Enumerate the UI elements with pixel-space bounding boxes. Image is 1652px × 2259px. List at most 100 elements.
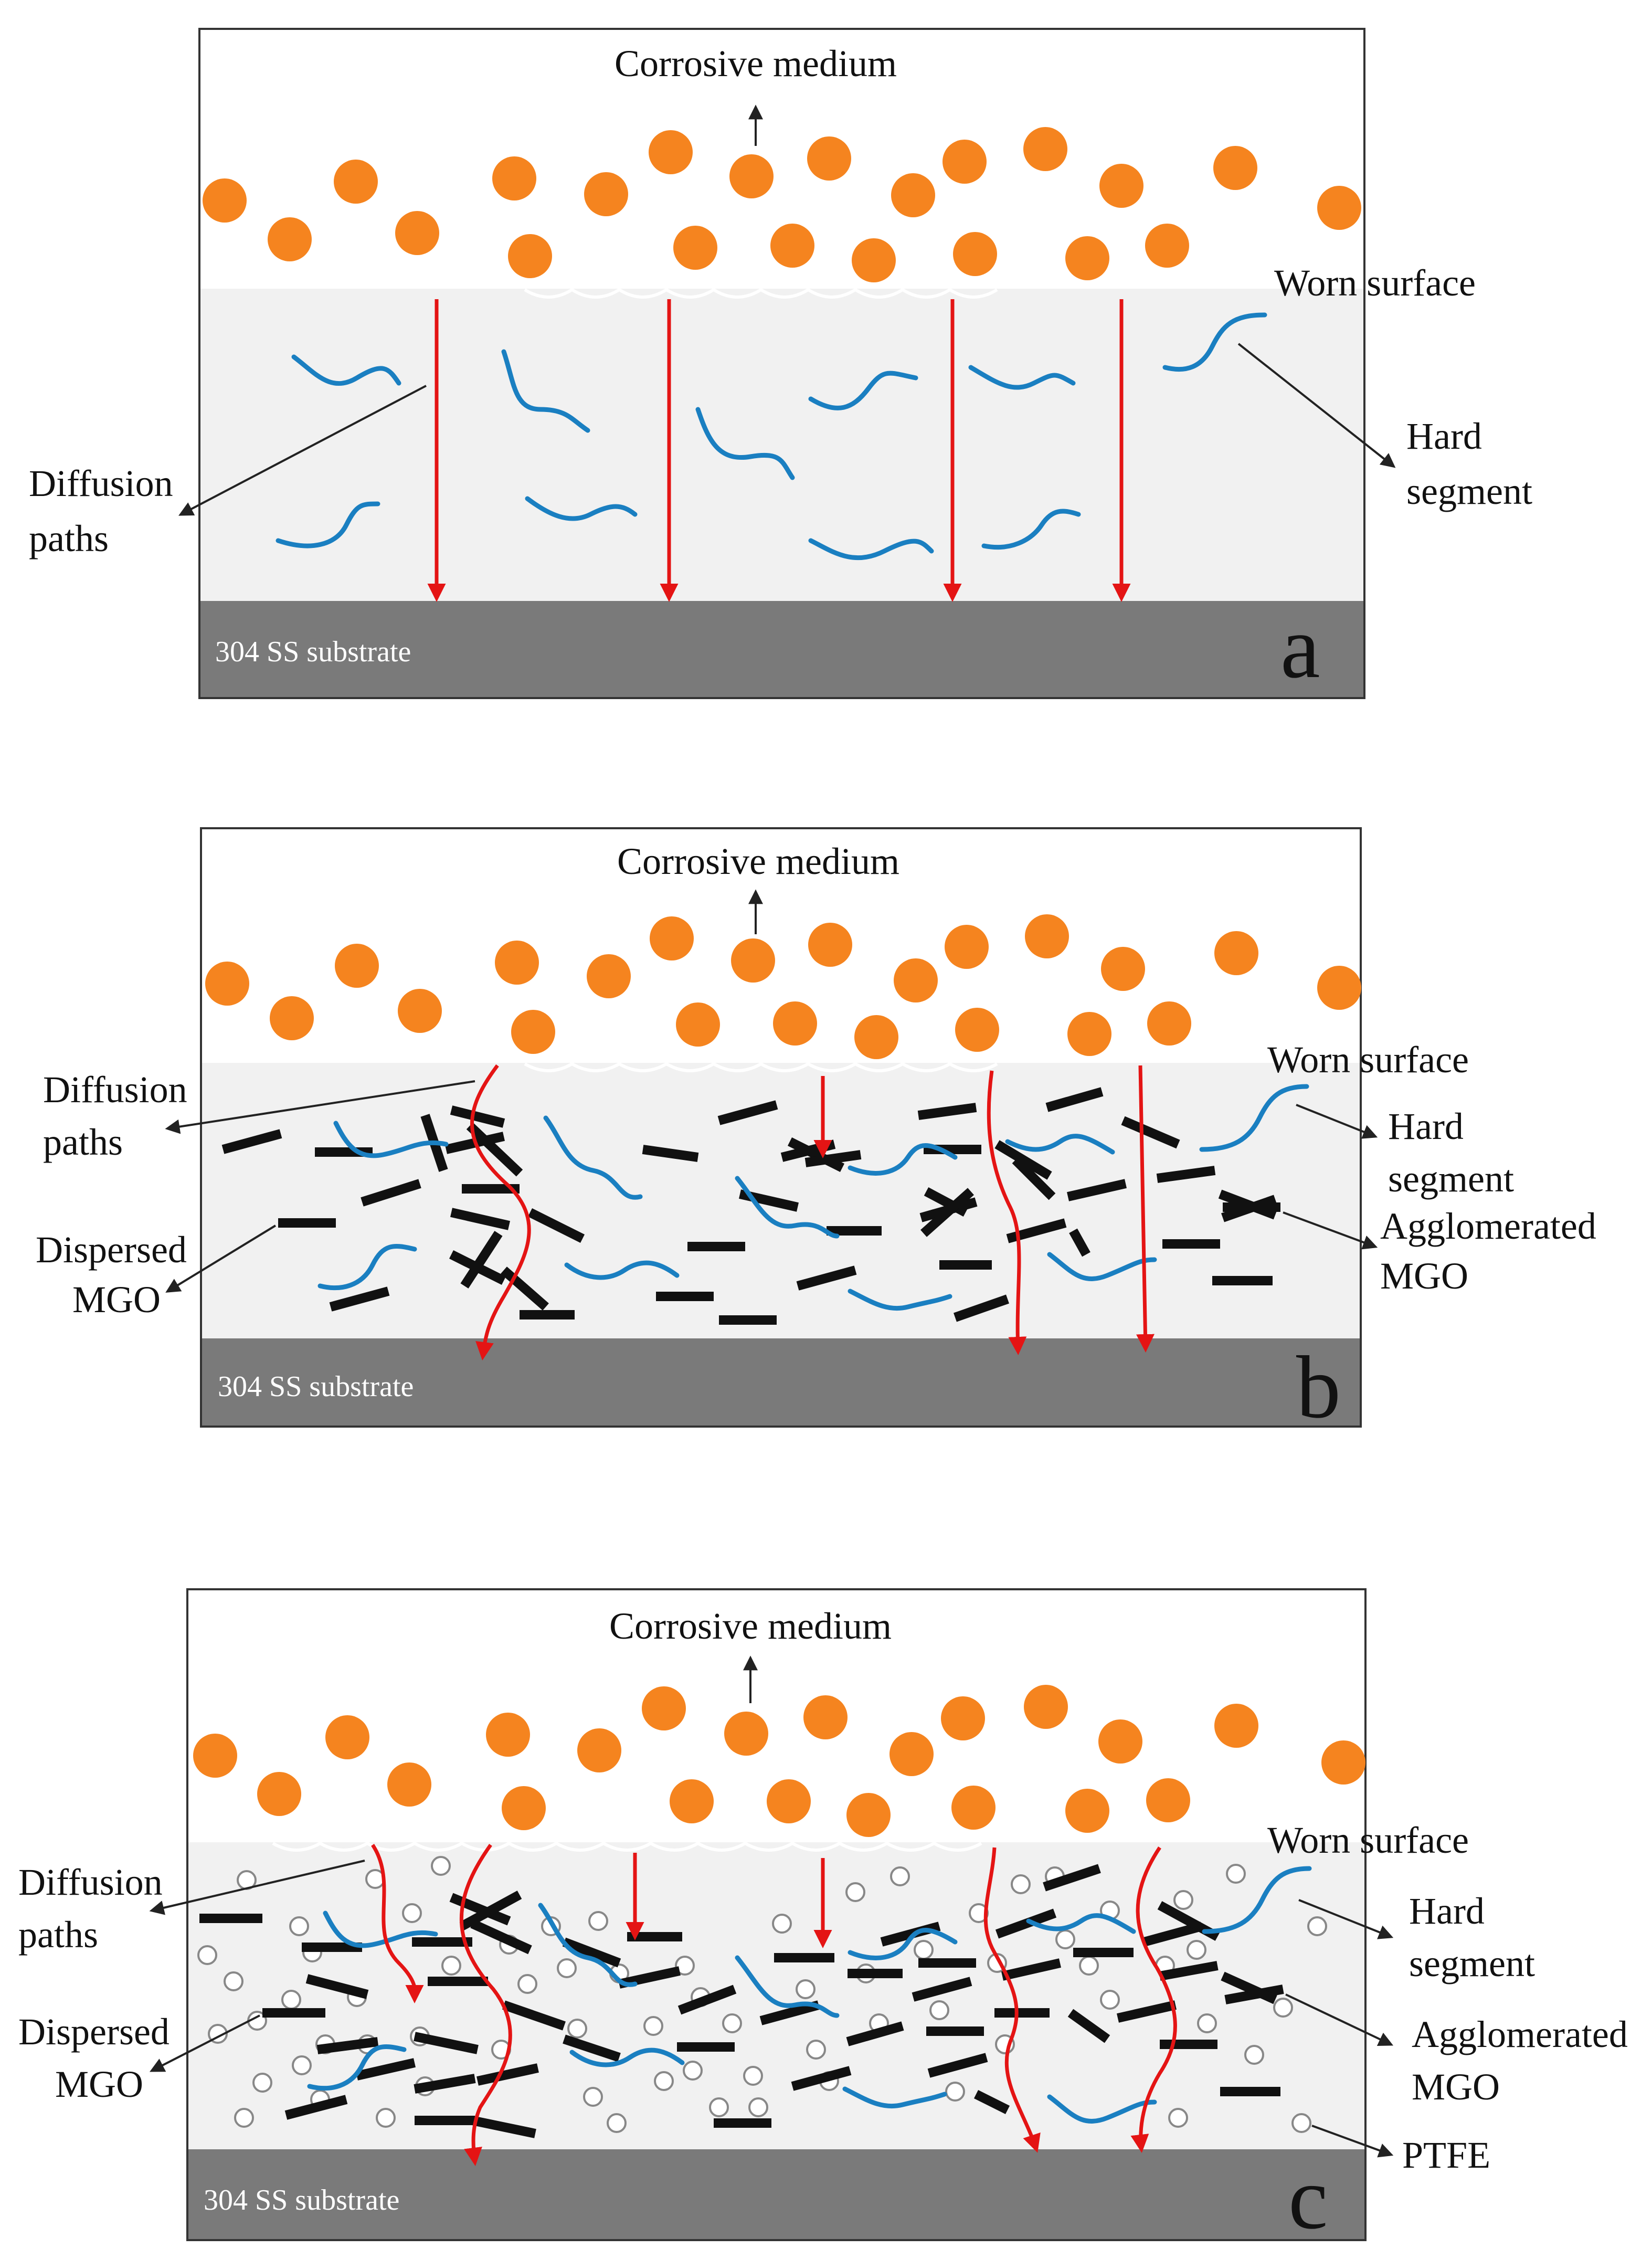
panel-a-substrate xyxy=(200,601,1363,697)
panel-b-worn-surface-label: Worn surface xyxy=(1267,1039,1469,1081)
hard-segment-chain xyxy=(307,2044,407,2091)
ptfe-particle xyxy=(796,1979,816,1999)
panel-c-ptfe-label: PTFE xyxy=(1402,2134,1490,2176)
mgo-flake xyxy=(927,2053,988,2078)
medium-particle xyxy=(1065,1789,1109,1833)
panel-c-corrosive-medium-label: Corrosive medium xyxy=(609,1605,892,1647)
hard-segment-chain xyxy=(1162,312,1267,372)
ptfe-particle xyxy=(607,2113,627,2133)
medium-particle xyxy=(724,1712,768,1756)
ptfe-particle xyxy=(431,1856,451,1876)
hard-segment-chain xyxy=(735,1176,840,1239)
ptfe-particle xyxy=(675,1956,695,1976)
panel-b: 304 SS substrate b xyxy=(36,827,1596,1437)
mgo-flake xyxy=(450,1208,510,1230)
mgo-flake xyxy=(677,1984,737,2015)
dispersed-mgo-leader xyxy=(165,1224,277,1293)
ptfe-particle xyxy=(588,1911,608,1931)
medium-particle xyxy=(1214,1704,1258,1748)
medium-particle xyxy=(1145,224,1189,268)
medium-particle xyxy=(1067,1012,1111,1056)
medium-particle xyxy=(398,989,442,1033)
medium-particle xyxy=(729,154,774,198)
agglomerated-mgo-leader xyxy=(1283,1211,1378,1250)
mgo-flake xyxy=(476,2063,539,2086)
ptfe-particle xyxy=(643,2016,663,2036)
hard-segment-chain xyxy=(695,407,795,480)
medium-particle xyxy=(1023,127,1067,171)
ptfe-particle xyxy=(748,2097,768,2117)
hard-segment-chain xyxy=(291,354,401,386)
ptfe-particle xyxy=(1173,1890,1193,1910)
panel-c-worn-surface-label: Worn surface xyxy=(1267,1819,1469,1861)
ptfe-particle xyxy=(806,2040,826,2060)
hard-segment-chain xyxy=(808,371,918,410)
mgo-flake xyxy=(329,1286,390,1312)
hard-segment-chain xyxy=(569,2047,685,2067)
diffusion-leader xyxy=(178,385,427,516)
panel-a-corrosive-medium-label: Corrosive medium xyxy=(615,43,897,85)
medium-particle xyxy=(577,1728,621,1772)
ptfe-particle xyxy=(654,2071,674,2091)
diffusion-path-tortuous xyxy=(1130,1846,1177,2153)
medium-particle xyxy=(268,217,312,261)
panel-a-worn-surface-line xyxy=(524,288,998,299)
hard-segment-chain xyxy=(848,1143,958,1176)
ptfe-particle xyxy=(1055,1929,1075,1949)
ptfe-particle xyxy=(234,2108,254,2128)
ptfe-particle xyxy=(1079,1956,1099,1976)
mgo-flake xyxy=(717,1100,778,1125)
medium-particle xyxy=(1321,1740,1365,1785)
medium-particle xyxy=(852,238,896,282)
panel-c-diffusion-paths xyxy=(371,1843,1177,2166)
panel-c-dispersed-label-2: MGO xyxy=(55,2063,143,2105)
mgo-flake xyxy=(356,2058,416,2081)
ptfe-particle xyxy=(1100,1990,1120,2010)
panel-b-dispersed-label-2: MGO xyxy=(72,1279,161,1321)
panel-b-substrate xyxy=(202,1338,1360,1426)
medium-particle xyxy=(1147,1001,1191,1046)
mgo-flake xyxy=(305,1974,369,1999)
mgo-flake xyxy=(1117,2000,1177,2023)
medium-particle xyxy=(203,178,247,223)
panel-a-substrate-label: 304 SS substrate xyxy=(215,636,411,668)
medium-particle xyxy=(731,938,775,983)
panel-b-corrosive-medium xyxy=(205,914,1361,1059)
panel-a-diffusion-label-1: Diffusion xyxy=(29,462,173,504)
medium-particle xyxy=(1024,1685,1068,1729)
mgo-flake xyxy=(1012,1156,1056,1200)
panel-b-agglomerated-label-1: Agglomerated xyxy=(1380,1205,1596,1247)
ptfe-particle xyxy=(772,1914,792,1934)
medium-particle xyxy=(945,925,989,969)
panel-a-leaders xyxy=(178,104,1396,516)
panel-c-substrate-label: 304 SS substrate xyxy=(204,2184,399,2216)
mgo-flake xyxy=(920,1188,974,1237)
panel-b-worn-surface-line xyxy=(524,1062,998,1072)
ptfe-particle xyxy=(292,2055,312,2075)
medium-particle xyxy=(1098,1719,1142,1764)
mgo-flake xyxy=(618,1966,681,1989)
medium-particle xyxy=(486,1713,530,1757)
hard-segment-chain xyxy=(276,501,380,548)
mgo-flake xyxy=(449,1893,511,1926)
medium-particle xyxy=(953,232,997,276)
diffusion-path-tortuous xyxy=(983,1847,1041,2153)
mgo-flake xyxy=(414,2032,479,2054)
hard-segment-chain xyxy=(848,1289,952,1311)
medium-particle xyxy=(650,916,694,960)
panel-c-agglomerated-label-1: Agglomerated xyxy=(1412,2013,1628,2055)
panel-a-hard-label-1: Hard xyxy=(1406,415,1482,457)
hard-segment-chain xyxy=(968,365,1076,390)
mgo-flake xyxy=(917,1103,977,1120)
agglomerated-mgo-leader xyxy=(1285,1993,1394,2046)
mgo-flake xyxy=(1067,1179,1127,1201)
ptfe-particle xyxy=(289,1916,309,1936)
panel-b-substrate-label: 304 SS substrate xyxy=(218,1370,414,1403)
mgo-flake xyxy=(796,1265,857,1291)
medium-particle xyxy=(584,172,628,216)
medium-particle xyxy=(1025,914,1069,958)
hard-segment-chain xyxy=(1026,1913,1136,1934)
mgo-flake xyxy=(995,1908,1057,1939)
hard-segment-chain xyxy=(543,1115,643,1200)
